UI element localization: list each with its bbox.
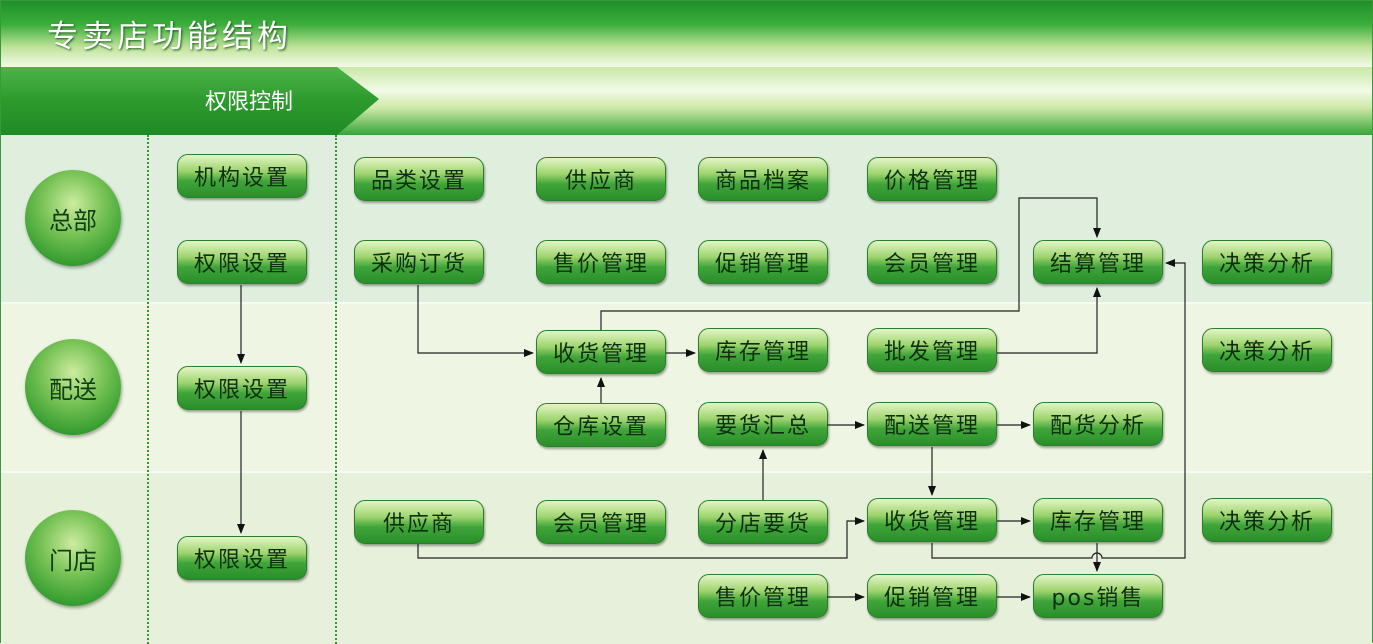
title-bar: 专卖店功能结构 — [1, 1, 1372, 67]
node-store-supplier[interactable]: 供应商 — [354, 500, 484, 544]
node-hq-member-mgmt[interactable]: 会员管理 — [867, 240, 997, 284]
node-store-decision-analysis[interactable]: 决策分析 — [1202, 498, 1332, 542]
node-dist-perm-settings[interactable]: 权限设置 — [177, 366, 307, 410]
node-hq-category-settings[interactable]: 品类设置 — [354, 157, 484, 201]
node-store-perm-settings[interactable]: 权限设置 — [177, 536, 307, 580]
node-hq-price-mgmt[interactable]: 价格管理 — [867, 157, 997, 201]
node-hq-purchase-order[interactable]: 采购订货 — [354, 240, 484, 284]
row-label-distribution: 配送 — [25, 339, 121, 435]
subtitle-label: 权限控制 — [205, 90, 294, 115]
node-hq-product-archive[interactable]: 商品档案 — [698, 157, 828, 201]
subtitle-tab-shape — [1, 67, 379, 135]
node-dist-delivery-mgmt[interactable]: 配送管理 — [867, 402, 997, 446]
row-label-hq: 总部 — [25, 170, 121, 266]
subtitle-bar: 权限控制 — [1, 67, 1372, 135]
row-label-store: 门店 — [25, 510, 121, 606]
node-dist-decision-analysis[interactable]: 决策分析 — [1202, 328, 1332, 372]
node-hq-settlement-mgmt[interactable]: 结算管理 — [1033, 240, 1163, 284]
node-dist-wholesale-mgmt[interactable]: 批发管理 — [867, 328, 997, 372]
node-store-promo-mgmt[interactable]: 促销管理 — [867, 574, 997, 618]
column-divider — [335, 135, 337, 644]
node-dist-requisition-summary[interactable]: 要货汇总 — [698, 402, 828, 446]
node-dist-warehouse-settings[interactable]: 仓库设置 — [536, 403, 666, 447]
node-store-receiving-mgmt[interactable]: 收货管理 — [867, 498, 997, 542]
node-hq-decision-analysis[interactable]: 决策分析 — [1202, 240, 1332, 284]
band-divider — [1, 471, 1372, 473]
node-store-sale-price-mgmt[interactable]: 售价管理 — [698, 574, 828, 618]
node-dist-receiving-mgmt[interactable]: 收货管理 — [536, 330, 666, 374]
diagram-title: 专卖店功能结构 — [47, 19, 292, 55]
node-hq-promo-mgmt[interactable]: 促销管理 — [698, 240, 828, 284]
node-hq-perm-settings[interactable]: 权限设置 — [177, 240, 307, 284]
node-store-inventory-mgmt[interactable]: 库存管理 — [1033, 498, 1163, 542]
node-store-pos-sales[interactable]: pos销售 — [1033, 574, 1163, 618]
node-hq-org-settings[interactable]: 机构设置 — [177, 154, 307, 198]
node-store-branch-requisition[interactable]: 分店要货 — [698, 500, 828, 544]
node-hq-supplier[interactable]: 供应商 — [536, 157, 666, 201]
column-divider — [147, 135, 149, 644]
node-dist-allocation-analysis[interactable]: 配货分析 — [1033, 402, 1163, 446]
band-divider — [1, 302, 1372, 304]
node-store-member-mgmt[interactable]: 会员管理 — [536, 500, 666, 544]
node-hq-sale-price-mgmt[interactable]: 售价管理 — [536, 240, 666, 284]
node-dist-inventory-mgmt[interactable]: 库存管理 — [698, 328, 828, 372]
